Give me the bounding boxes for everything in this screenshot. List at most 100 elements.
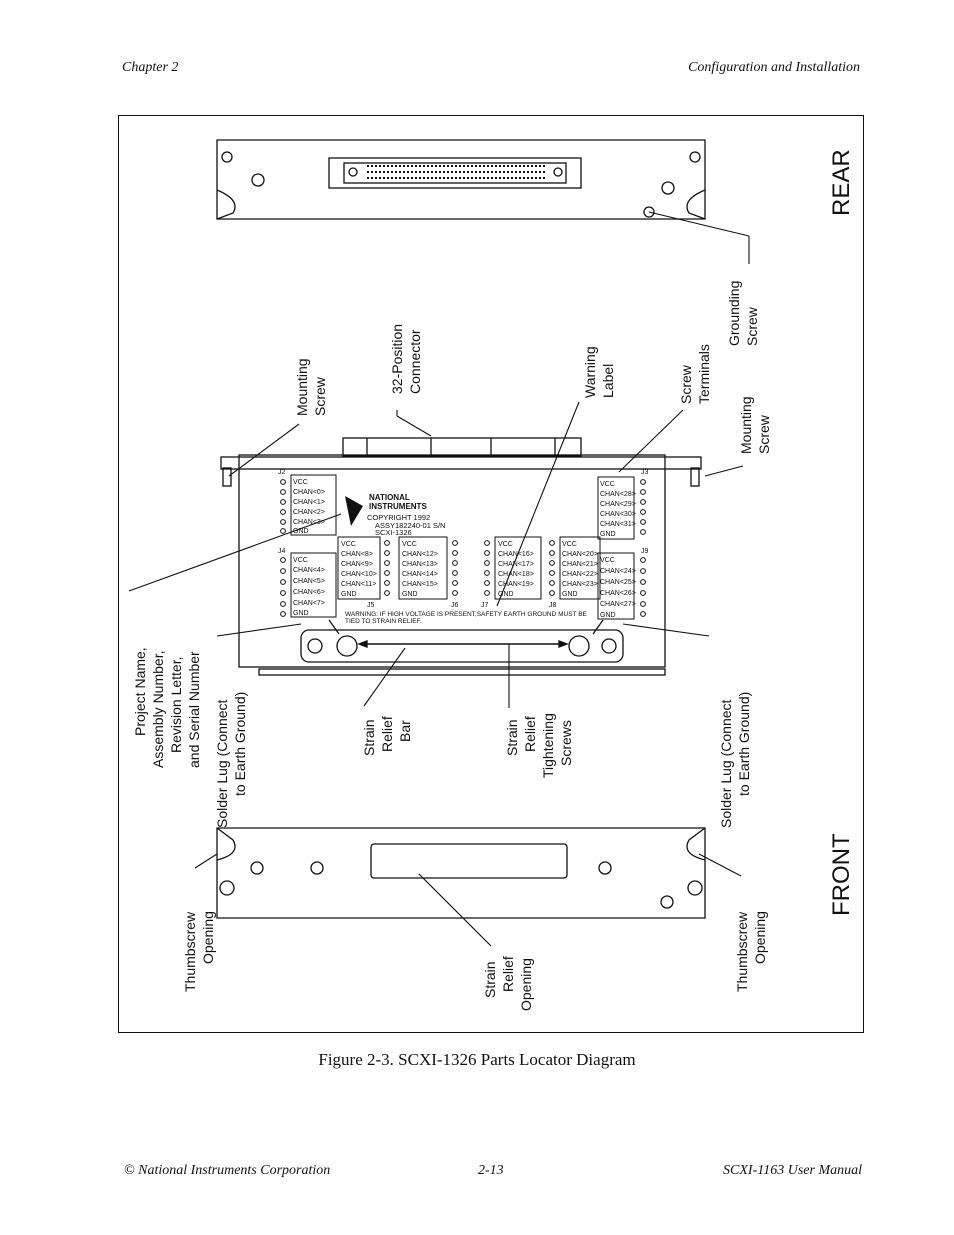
j4-label-4: CHAN<7> — [293, 600, 325, 607]
module-body — [220, 437, 702, 676]
j6-label-0: VCC — [402, 541, 417, 548]
j7-label-5: GND — [498, 591, 514, 598]
callout-solder-lug-left-1: Solder Lug (Connect — [214, 699, 230, 828]
j2-label-1: CHAN<0> — [293, 489, 325, 496]
callout-thumbscrew-right-2: Opening — [752, 911, 768, 964]
callout-project-name-4: and Serial Number — [186, 651, 202, 768]
svg-text:Screw: Screw — [756, 414, 772, 454]
callout-connector-1: 32-Position — [389, 324, 405, 394]
ni-logo-icon — [345, 496, 363, 526]
j2-label-3: CHAN<2> — [293, 509, 325, 516]
j8-connector-label: J8 — [549, 602, 557, 609]
callout-strain-opening-3: Opening — [518, 958, 534, 1011]
callout-strain-opening-2: Relief — [500, 956, 516, 992]
callout-labels: Mounting Screw 32-Position Connector War… — [132, 149, 855, 1011]
svg-text:Strain: Strain — [361, 719, 377, 756]
svg-text:Opening: Opening — [752, 911, 768, 964]
svg-text:Warning: Warning — [582, 346, 598, 398]
board-markings: NATIONAL INSTRUMENTS COPYRIGHT 1992 ASSY… — [345, 493, 588, 625]
j9-label-3: CHAN<26> — [600, 590, 636, 597]
footer-page-number: 2-13 — [478, 1163, 504, 1178]
j6-label-3: CHAN<14> — [402, 571, 438, 578]
callout-solder-lug-right-2: to Earth Ground) — [736, 692, 752, 796]
svg-text:Strain: Strain — [504, 719, 520, 756]
callout-mounting-screw-right-2: Screw — [756, 414, 772, 454]
svg-text:Project Name,: Project Name, — [132, 647, 148, 736]
j8-label-2: CHAN<21> — [562, 561, 598, 568]
front-label: FRONT — [828, 833, 855, 916]
j3-label-2: CHAN<29> — [600, 501, 636, 508]
callout-strain-opening-1: Strain — [482, 961, 498, 998]
svg-text:Connector: Connector — [407, 329, 423, 394]
j4-label-0: VCC — [293, 557, 308, 564]
rear-panel — [216, 139, 706, 220]
front-panel — [216, 827, 706, 919]
callout-screw-terminals-2: Terminals — [696, 344, 712, 404]
svg-text:Thumbscrew: Thumbscrew — [734, 911, 750, 992]
j2-connector-label: J2 — [278, 469, 286, 476]
j4-label-5: GND — [293, 610, 309, 617]
j9-label-1: CHAN<24> — [600, 568, 636, 575]
copyright-line-1: COPYRIGHT 1992 — [367, 513, 430, 522]
j2-label-4: CHAN<3> — [293, 519, 325, 526]
svg-text:32-Position: 32-Position — [389, 324, 405, 394]
callout-leaders — [128, 211, 750, 947]
footer-manual-title: SCXI-1163 User Manual — [723, 1163, 862, 1178]
callout-project-name-2: Assembly Number, — [150, 651, 166, 768]
callout-strain-screws-3: Tightening — [540, 713, 556, 778]
callout-strain-screws-1: Strain — [504, 719, 520, 756]
svg-text:Relief: Relief — [379, 716, 395, 752]
svg-text:Opening: Opening — [518, 958, 534, 1011]
j6-label-2: CHAN<13> — [402, 561, 438, 568]
j2-label-0: VCC — [293, 479, 308, 486]
svg-text:Screws: Screws — [558, 720, 574, 766]
j5-label-1: CHAN<8> — [341, 551, 373, 558]
j7-label-4: CHAN<19> — [498, 581, 534, 588]
figure-caption: Figure 2-3. SCXI-1326 Parts Locator Diag… — [318, 1050, 636, 1069]
svg-text:Relief: Relief — [500, 956, 516, 992]
j2-label-5: GND — [293, 528, 309, 535]
j5-connector-label: J5 — [367, 602, 375, 609]
j9-label-5: GND — [600, 612, 616, 619]
parts-locator-figure: VCC CHAN<0> CHAN<1> CHAN<2> CHAN<3> GND … — [118, 115, 864, 1033]
j8-label-1: CHAN<20> — [562, 551, 598, 558]
screw-terminal-blocks: VCC CHAN<0> CHAN<1> CHAN<2> CHAN<3> GND … — [278, 469, 649, 620]
warning-text-line-2: TIED TO STRAIN RELIEF. — [345, 618, 422, 625]
svg-text:to Earth Ground): to Earth Ground) — [232, 692, 248, 796]
svg-text:Mounting: Mounting — [738, 396, 754, 454]
callout-strain-screws-2: Relief — [522, 716, 538, 752]
callout-screw-terminals-1: Screw — [678, 364, 694, 404]
svg-text:Solder Lug (Connect: Solder Lug (Connect — [718, 699, 734, 828]
callout-strain-relief-bar-2: Relief — [379, 716, 395, 752]
j9-label-2: CHAN<25> — [600, 579, 636, 586]
callout-connector-2: Connector — [407, 329, 423, 394]
callout-thumbscrew-left-1: Thumbscrew — [182, 911, 198, 992]
callout-solder-lug-left-2: to Earth Ground) — [232, 692, 248, 796]
callout-grounding-screw-2: Screw — [744, 306, 760, 346]
j3-label-1: CHAN<28> — [600, 491, 636, 498]
rear-label: REAR — [828, 149, 855, 216]
j6-connector-label: J6 — [451, 602, 459, 609]
j6-label-5: GND — [402, 591, 418, 598]
j7-label-1: CHAN<16> — [498, 551, 534, 558]
j3-label-0: VCC — [600, 481, 615, 488]
callout-mounting-screw-right-1: Mounting — [738, 396, 754, 454]
callout-mounting-screw-left-1: Mounting — [294, 358, 310, 416]
callout-project-name-1: Project Name, — [132, 647, 148, 736]
j4-label-3: CHAN<6> — [293, 589, 325, 596]
logo-line-2: INSTRUMENTS — [369, 502, 427, 511]
callout-strain-screws-4: Screws — [558, 720, 574, 766]
j9-connector-label: J9 — [641, 548, 649, 555]
svg-text:Bar: Bar — [397, 720, 413, 742]
svg-text:Thumbscrew: Thumbscrew — [182, 911, 198, 992]
svg-text:Tightening: Tightening — [540, 713, 556, 778]
svg-text:and Serial Number: and Serial Number — [186, 651, 202, 768]
svg-text:Grounding: Grounding — [726, 281, 742, 346]
svg-text:Solder Lug (Connect: Solder Lug (Connect — [214, 699, 230, 828]
svg-text:Assembly Number,: Assembly Number, — [150, 651, 166, 768]
svg-text:Label: Label — [600, 364, 616, 398]
j2-label-2: CHAN<1> — [293, 499, 325, 506]
svg-text:to Earth Ground): to Earth Ground) — [736, 692, 752, 796]
callout-warning-label-2: Label — [600, 364, 616, 398]
svg-text:Relief: Relief — [522, 716, 538, 752]
